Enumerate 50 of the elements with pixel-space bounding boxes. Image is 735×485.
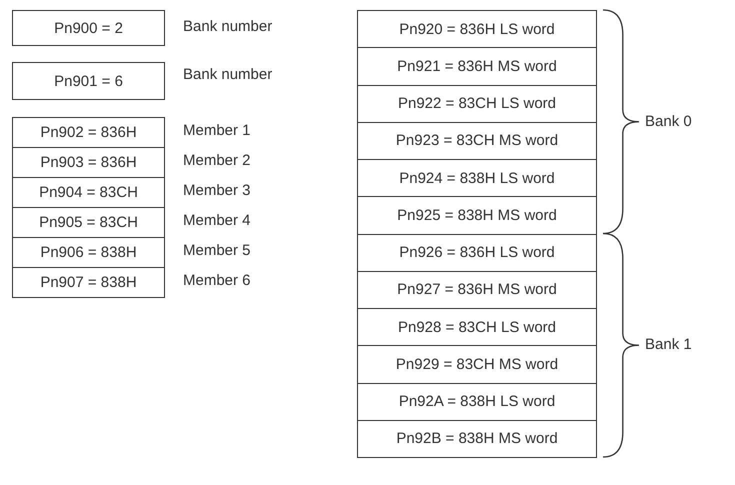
parameter-box: [357, 382, 597, 421]
description-label: Member 6: [183, 272, 251, 289]
parameter-text: Pn929 = 83CH MS word: [396, 356, 558, 373]
parameter-box: [12, 117, 165, 148]
parameter-box: [357, 10, 597, 48]
parameter-text: Pn925 = 838H MS word: [397, 206, 557, 224]
description-label: Member 3: [183, 182, 251, 199]
parameter-box: [12, 147, 165, 178]
parameter-text: Pn906 = 838H: [40, 244, 137, 261]
parameter-box: [357, 308, 597, 346]
parameter-text: Pn923 = 83CH MS word: [396, 132, 558, 150]
parameter-box: [357, 420, 597, 458]
parameter-box: [12, 10, 165, 46]
parameter-text: Pn921 = 836H MS word: [397, 58, 557, 75]
description-label: Member 1: [183, 122, 251, 139]
parameter-text: Pn926 = 836H LS word: [399, 244, 555, 262]
description-label: Member 2: [183, 152, 251, 169]
parameter-box: [357, 270, 597, 309]
parameter-text: Pn920 = 836H LS word: [399, 20, 555, 38]
parameter-box: [12, 237, 165, 268]
parameter-text: Pn92A = 838H LS word: [398, 393, 556, 410]
parameter-box: [12, 267, 165, 298]
parameter-box: [357, 122, 597, 160]
parameter-text: Pn927 = 836H MS word: [397, 281, 557, 298]
bank-label: Bank 1: [645, 336, 692, 354]
parameter-text: Pn904 = 83CH: [39, 184, 138, 201]
parameter-text: Pn902 = 836H: [40, 124, 137, 141]
bank-label: Bank 0: [645, 112, 692, 130]
parameter-box: [357, 47, 597, 86]
parameter-box: [357, 234, 597, 272]
parameter-box: [12, 207, 165, 238]
parameter-box: [12, 62, 165, 100]
description-label: Bank number: [183, 66, 272, 83]
parameter-text: Pn900 = 2: [54, 20, 123, 36]
description-label: Bank number: [183, 18, 272, 35]
parameter-text: Pn903 = 836H: [40, 154, 137, 171]
parameter-box: [357, 159, 597, 198]
parameter-text: Pn92B = 838H MS word: [396, 430, 558, 448]
parameter-text: Pn924 = 838H LS word: [399, 170, 555, 187]
parameter-text: Pn905 = 83CH: [39, 214, 138, 231]
parameter-box: [357, 84, 597, 123]
parameter-box: [12, 177, 165, 208]
parameter-box: [357, 345, 597, 384]
parameter-text: Pn928 = 83CH LS word: [398, 318, 556, 336]
description-label: Member 4: [183, 212, 251, 229]
parameter-text: Pn907 = 838H: [40, 274, 137, 291]
parameter-text: Pn922 = 83CH LS word: [398, 95, 556, 112]
parameter-box: [357, 196, 597, 234]
description-label: Member 5: [183, 242, 251, 259]
parameter-text: Pn901 = 6: [54, 72, 123, 90]
